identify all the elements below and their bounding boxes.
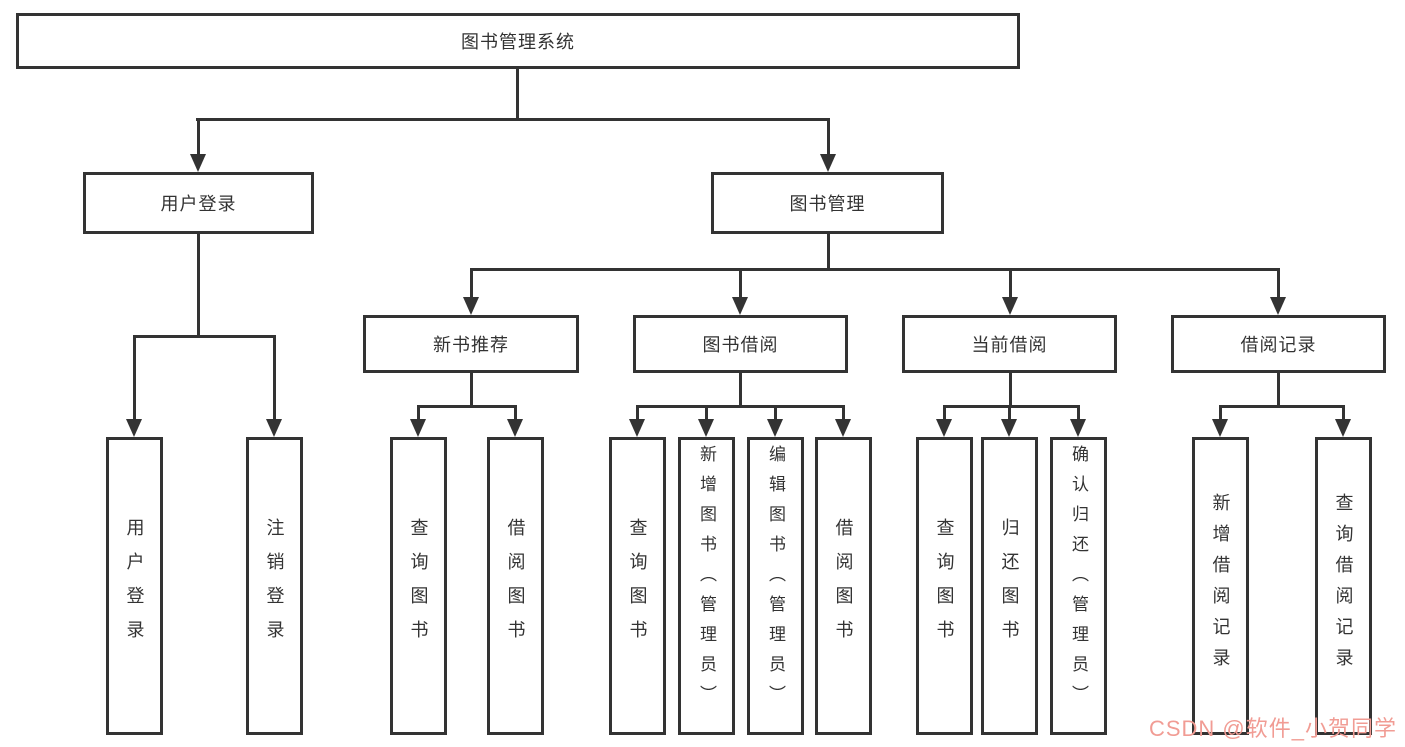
connector-leaf-stem: [273, 335, 276, 420]
connector-leaf-stem: [705, 405, 708, 420]
node-new-book-recommend: 新书推荐: [363, 315, 579, 373]
arrowhead-down-icon: [936, 419, 952, 437]
connector-borrow-bar: [636, 405, 845, 408]
connector-new-book-stem: [470, 268, 473, 298]
arrowhead-down-icon: [835, 419, 851, 437]
connector-new-book-down: [470, 373, 473, 405]
node-book-management: 图书管理: [711, 172, 944, 234]
connector-new-book-bar: [417, 405, 517, 408]
leaf-borrow-books-recommend: 借阅图书: [487, 437, 544, 735]
leaf-label: 借阅图书: [505, 518, 526, 654]
connector-leaf-stem: [1077, 405, 1080, 420]
arrowhead-down-icon: [1002, 297, 1018, 315]
leaf-edit-books-admin: 编辑图书（管理员）: [747, 437, 804, 735]
connector-book-mgmt-stem: [827, 118, 830, 156]
connector-leaf-stem: [514, 405, 517, 420]
node-label: 用户登录: [160, 194, 237, 214]
connector-leaf-stem: [417, 405, 420, 420]
leaf-query-books-current: 查询图书: [916, 437, 973, 735]
leaf-logout: 注销登录: [246, 437, 303, 735]
connector-leaf-stem: [1008, 405, 1011, 420]
leaf-label: 注销登录: [264, 518, 285, 654]
arrowhead-down-icon: [1270, 297, 1286, 315]
arrowhead-down-icon: [732, 297, 748, 315]
leaf-query-books-recommend: 查询图书: [390, 437, 447, 735]
node-label: 图书借阅: [702, 335, 779, 355]
connector-records-bar: [1219, 405, 1345, 408]
leaf-user-login: 用户登录: [106, 437, 163, 735]
leaf-return-books: 归还图书: [981, 437, 1038, 735]
csdn-watermark: CSDN @软件_小贺同学: [1148, 716, 1397, 741]
leaf-label: 查询图书: [934, 518, 955, 654]
leaf-label: 查询图书: [627, 518, 648, 654]
leaf-label: 新增图书（管理员）: [697, 445, 716, 715]
connector-root-bar: [196, 118, 830, 121]
node-borrow-records: 借阅记录: [1171, 315, 1386, 373]
arrowhead-down-icon: [1212, 419, 1228, 437]
arrowhead-down-icon: [820, 154, 836, 172]
arrowhead-down-icon: [1335, 419, 1351, 437]
leaf-label: 借阅图书: [833, 518, 854, 654]
leaf-label: 新增借阅记录: [1210, 493, 1231, 679]
leaf-confirm-return-admin: 确认归还（管理员）: [1050, 437, 1107, 735]
connector-borrow-stem: [739, 268, 742, 298]
arrowhead-down-icon: [266, 419, 282, 437]
node-label: 当前借阅: [971, 335, 1048, 355]
leaf-query-books-borrow: 查询图书: [609, 437, 666, 735]
node-label: 图书管理系统: [461, 32, 575, 52]
leaf-label: 归还图书: [999, 518, 1020, 654]
node-user-login: 用户登录: [83, 172, 314, 234]
connector-user-login-bar: [133, 335, 276, 338]
connector-borrow-down: [739, 373, 742, 405]
connector-leaf-stem: [1342, 405, 1345, 420]
node-current-borrow: 当前借阅: [902, 315, 1117, 373]
connector-root-stem: [516, 69, 519, 119]
leaf-add-books-admin: 新增图书（管理员）: [678, 437, 735, 735]
connector-records-stem: [1277, 268, 1280, 298]
arrowhead-down-icon: [1001, 419, 1017, 437]
node-label: 新书推荐: [433, 335, 509, 355]
arrowhead-down-icon: [507, 419, 523, 437]
leaf-label: 查询图书: [408, 518, 429, 654]
node-book-borrow: 图书借阅: [633, 315, 848, 373]
arrowhead-down-icon: [767, 419, 783, 437]
connector-leaf-stem: [842, 405, 845, 420]
arrowhead-down-icon: [629, 419, 645, 437]
connector-user-login-down: [197, 234, 200, 335]
leaf-label: 确认归还（管理员）: [1069, 445, 1088, 715]
connector-current-bar: [943, 405, 1080, 408]
leaf-label: 编辑图书（管理员）: [766, 445, 785, 715]
connector-book-mgmt-bar: [470, 268, 1280, 271]
arrowhead-down-icon: [126, 419, 142, 437]
arrowhead-down-icon: [410, 419, 426, 437]
connector-book-mgmt-down: [827, 234, 830, 270]
node-library-management-system: 图书管理系统: [16, 13, 1020, 69]
leaf-add-borrow-record: 新增借阅记录: [1192, 437, 1249, 735]
connector-leaf-stem: [1219, 405, 1222, 420]
node-label: 图书管理: [789, 194, 866, 214]
arrowhead-down-icon: [463, 297, 479, 315]
connector-leaf-stem: [774, 405, 777, 420]
leaf-label: 用户登录: [124, 518, 145, 654]
leaf-borrow-books: 借阅图书: [815, 437, 872, 735]
arrowhead-down-icon: [698, 419, 714, 437]
connector-user-login-stem: [197, 118, 200, 156]
arrowhead-down-icon: [1070, 419, 1086, 437]
connector-leaf-stem: [943, 405, 946, 420]
connector-current-down: [1009, 373, 1012, 405]
leaf-label: 查询借阅记录: [1333, 493, 1354, 679]
connector-leaf-stem: [133, 335, 136, 420]
arrowhead-down-icon: [190, 154, 206, 172]
connector-records-down: [1277, 373, 1280, 405]
node-label: 借阅记录: [1240, 335, 1317, 355]
connector-leaf-stem: [636, 405, 639, 420]
connector-current-stem: [1009, 268, 1012, 298]
leaf-query-borrow-record: 查询借阅记录: [1315, 437, 1372, 735]
